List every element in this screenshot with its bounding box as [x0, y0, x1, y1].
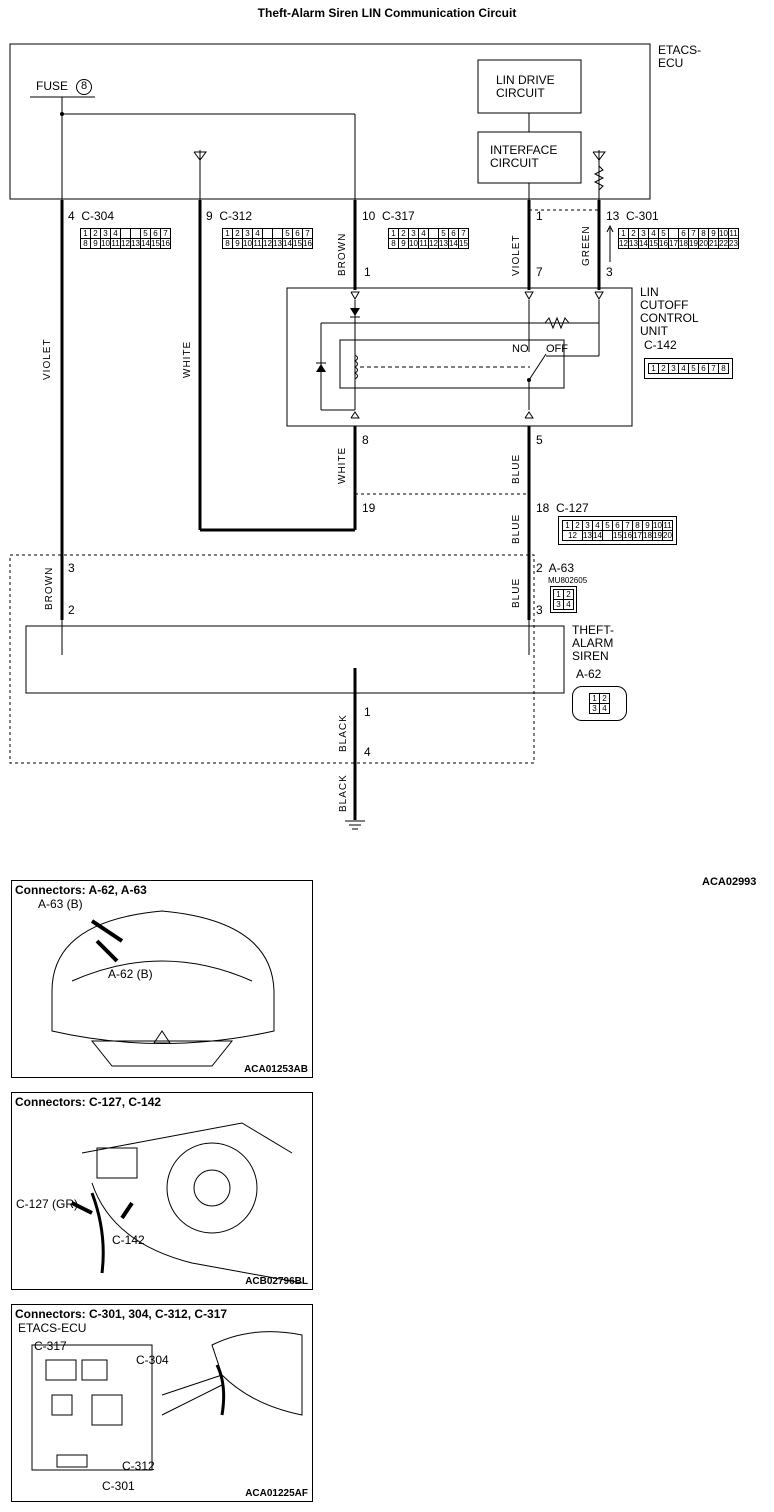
lin-drive-label: LIN DRIVE CIRCUIT	[496, 73, 555, 100]
panel3-title: Connectors: C-301, 304, C-312, C-317	[15, 1307, 228, 1321]
siren-conn: A-62	[576, 667, 602, 681]
pin-u8: 8	[362, 433, 369, 447]
siren-label: THEFT- ALARM SIREN	[572, 623, 614, 663]
wire-black-1: BLACK	[338, 714, 349, 752]
panel2-label-c142: C-142	[112, 1233, 145, 1247]
panel3-label-etacs: ETACS-ECU	[18, 1321, 87, 1335]
pin-u1: 1	[364, 265, 371, 279]
wire-blue-1: BLUE	[511, 453, 522, 484]
panel3-label-c301: C-301	[102, 1479, 135, 1493]
wire-black-2: BLACK	[338, 774, 349, 812]
pin-c312: 9 C-312	[206, 209, 253, 223]
pin-b4: 4	[364, 745, 371, 759]
panel-c127-c142: Connectors: C-127, C-142 C-127 (GR) C-14…	[11, 1092, 313, 1290]
diagram-code: ACA02993	[702, 876, 757, 888]
panel1-label-a63: A-63 (B)	[38, 897, 83, 911]
panel3-label-c317: C-317	[34, 1339, 67, 1353]
wire-white-mid: WHITE	[337, 446, 348, 484]
pin-c304: 4 C-304	[68, 209, 115, 223]
wire-green: GREEN	[581, 225, 592, 266]
fuse-label: FUSE	[36, 79, 69, 93]
fuse-number: 8	[76, 79, 92, 95]
pin-l3: 3	[68, 561, 75, 575]
wire-blue-2: BLUE	[511, 513, 522, 544]
pin-c301: 13 C-301	[606, 209, 659, 223]
panel-a62-a63: Connectors: A-62, A-63 A-63 (B) A-62 (B)…	[11, 880, 313, 1078]
etacs-ecu-illustration	[31, 1331, 303, 1471]
panel3-label-c304: C-304	[136, 1353, 169, 1367]
panel1-code: ACA01253AB	[244, 1064, 308, 1075]
etacs-ecu-label: ETACS- ECU	[658, 43, 702, 70]
pin-a63: 2 A-63	[536, 561, 575, 575]
pin-l2: 2	[68, 603, 75, 617]
pin-u5: 5	[536, 433, 543, 447]
panel2-code: ACB02796BL	[245, 1276, 308, 1287]
lin-cutoff-unit-box	[286, 287, 633, 427]
panel1-label-a62: A-62 (B)	[108, 967, 153, 981]
pin-c127: 18 C-127	[536, 501, 589, 515]
theft-alarm-siren-box	[25, 625, 565, 694]
pin-u19: 19	[362, 501, 376, 515]
wire-violet-left: VIOLET	[42, 338, 53, 380]
panel3-label-c312: C-312	[122, 1459, 155, 1473]
lin-unit-conn: C-142	[644, 338, 677, 352]
panel-c301-c317: Connectors: C-301, 304, C-312, C-317 ETA…	[11, 1304, 313, 1502]
wire-violet-mid: VIOLET	[511, 234, 522, 276]
diagram-title: Theft-Alarm Siren LIN Communication Circ…	[257, 6, 517, 20]
car-front-illustration	[51, 910, 275, 1067]
panel1-title: Connectors: A-62, A-63	[15, 883, 147, 897]
wire-blue-3: BLUE	[511, 577, 522, 608]
etacs-ecu-box	[9, 43, 651, 200]
wire-white-left: WHITE	[182, 340, 193, 378]
pin-s3: 3	[536, 603, 543, 617]
switch-no: NO	[512, 343, 529, 355]
wire-brown-top: BROWN	[337, 232, 348, 276]
wiring-diagram	[9, 43, 651, 830]
switch-off: OFF	[546, 343, 568, 355]
lin-unit-label: LIN CUTOFF CONTROL UNIT	[640, 285, 699, 338]
panel3-code: ACA01225AF	[245, 1488, 308, 1499]
a63-code: MU802605	[548, 576, 588, 585]
panel2-label-c127: C-127 (GR)	[16, 1197, 79, 1211]
interface-label: INTERFACE CIRCUIT	[490, 143, 558, 170]
wire-brown-low: BROWN	[44, 566, 55, 610]
panel2-title: Connectors: C-127, C-142	[15, 1095, 162, 1109]
pin-1: 1	[536, 209, 543, 223]
pin-b1: 1	[364, 705, 371, 719]
pin-u3: 3	[606, 265, 613, 279]
dashboard-illustration	[71, 1122, 303, 1284]
pin-c317: 10 C-317	[362, 209, 415, 223]
pin-u7: 7	[536, 265, 543, 279]
